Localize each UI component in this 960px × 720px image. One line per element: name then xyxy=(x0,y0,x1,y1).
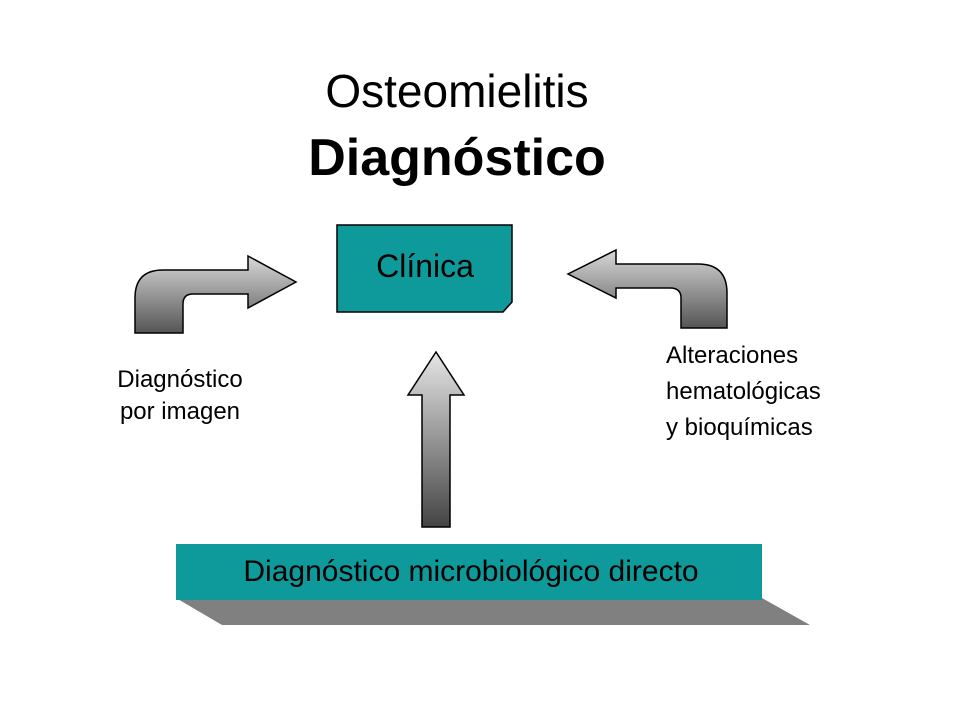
bottom-box-shape xyxy=(176,544,762,600)
left-branch-line2: por imagen xyxy=(119,398,241,425)
clinica-box-fold xyxy=(502,301,513,313)
right-branch-line1: Alteraciones xyxy=(666,342,799,369)
left-branch-label: Diagnóstico por imagen xyxy=(80,364,280,428)
clinica-label: Clínica xyxy=(376,248,474,284)
bottom-box-label: Diagnóstico microbiológico directo xyxy=(243,555,699,588)
right-curved-arrow xyxy=(566,248,728,329)
title-line1: Osteomielitis xyxy=(325,65,589,117)
clinica-box xyxy=(336,224,513,313)
left-curved-arrow xyxy=(134,254,298,334)
up-arrow xyxy=(406,350,466,528)
title-line2: Diagnóstico xyxy=(308,129,606,187)
left-branch-line1: Diagnóstico xyxy=(117,366,243,393)
right-branch-line3: y bioquímicas xyxy=(666,414,813,441)
bottom-box-shadow xyxy=(176,598,810,625)
right-branch-label: Alteraciones hematológicas y bioquímicas xyxy=(666,338,926,446)
bottom-box xyxy=(176,544,810,625)
right-branch-line2: hematológicas xyxy=(666,378,821,405)
